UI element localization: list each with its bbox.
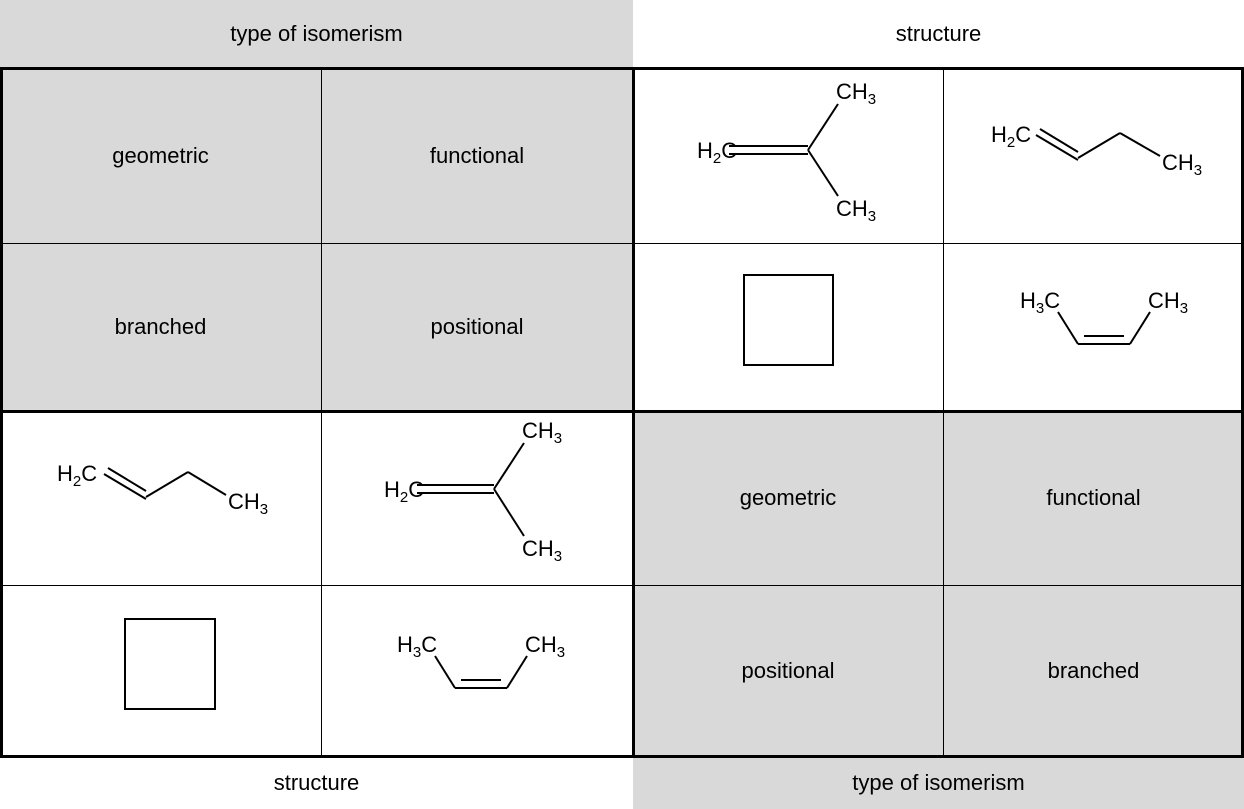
label-h2c: H2C: [57, 461, 98, 490]
type-cell-functional-top: functional: [321, 68, 633, 243]
type-cell-functional-bottom: functional: [943, 411, 1244, 585]
label-h2c: H2C: [697, 138, 738, 167]
label-h2c: H2C: [991, 122, 1032, 151]
type-cell-branched-bottom: branched: [943, 585, 1244, 756]
grid-line-row1: [0, 243, 1244, 244]
label-h3c: H3C: [397, 632, 438, 661]
label-ch3: CH3: [525, 632, 566, 661]
grid-line-bottom: [0, 755, 1244, 758]
label-ch3: CH3: [1148, 288, 1189, 317]
grid-line-mid: [0, 410, 1244, 413]
header-structure-bottom: structure: [273, 769, 360, 795]
label-ch3: CH3: [836, 79, 877, 108]
label-ch3: CH3: [228, 489, 269, 518]
grid-line-left: [0, 67, 3, 758]
label-ch3: CH3: [836, 196, 877, 225]
grid-line-col1: [321, 69, 322, 756]
header-type-of-isomerism-top: type of isomerism: [0, 0, 633, 68]
type-cell-branched-top: branched: [0, 243, 321, 411]
label-ch3: CH3: [522, 536, 563, 565]
label-h3c: H3C: [1020, 288, 1061, 317]
grid-line-top: [0, 67, 1244, 70]
label-ch3: CH3: [1162, 150, 1203, 179]
type-cell-positional-top: positional: [321, 243, 633, 411]
type-cell-positional-bottom: positional: [633, 585, 943, 756]
type-cell-geometric-top: geometric: [0, 68, 321, 243]
grid-line-right: [1241, 67, 1244, 758]
header-structure-top: structure: [895, 21, 982, 46]
grid-line-center: [632, 67, 635, 758]
grid-line-col3: [943, 69, 944, 756]
header-type-of-isomerism-bottom: type of isomerism: [633, 756, 1244, 809]
grid-line-row3: [0, 585, 1244, 586]
type-cell-geometric-bottom: geometric: [633, 411, 943, 585]
label-h2c: H2C: [384, 477, 425, 506]
label-ch3: CH3: [522, 418, 563, 447]
